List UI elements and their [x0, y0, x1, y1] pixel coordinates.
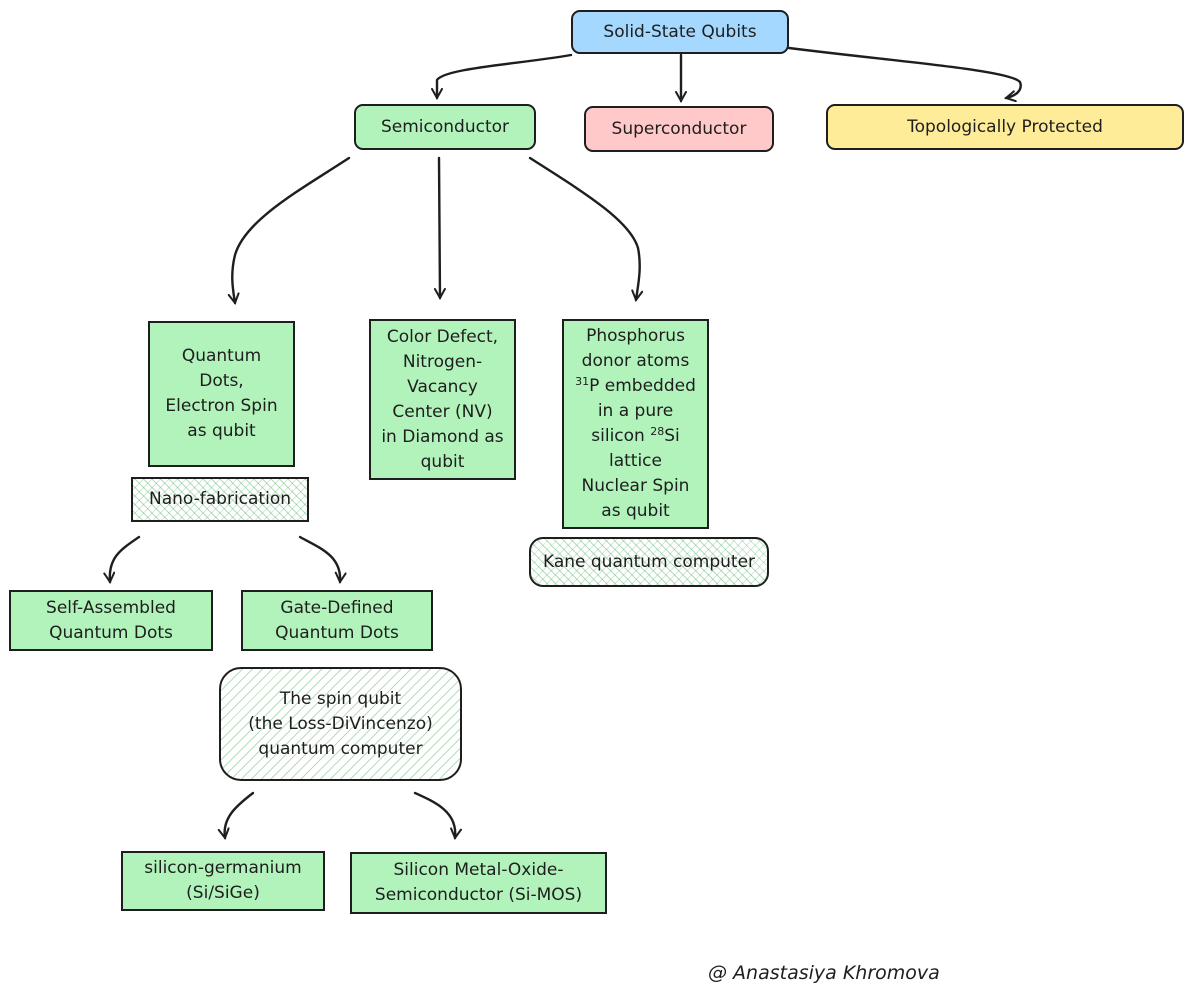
arrow-semiconductor-to-quantum-dots	[227, 156, 351, 306]
arrow-root-to-topological	[787, 46, 1022, 103]
phosphorus-line-5-suffix: Si	[664, 426, 680, 446]
node-kane-quantum-computer: Kane quantum computer	[529, 537, 769, 587]
node-quantum-dots: Quantum Dots, Electron Spin as qubit	[148, 321, 295, 467]
phosphorus-line-8: as qubit	[601, 501, 670, 521]
node-nano-fabrication: Nano-fabrication	[131, 477, 309, 522]
arrow-root-to-semiconductor	[431, 53, 573, 101]
node-silicon-germanium: silicon-germanium (Si/SiGe)	[121, 851, 325, 911]
arrow-nano-to-gate-defined	[298, 535, 347, 585]
isotope-31: 31	[575, 375, 590, 388]
phosphorus-line-5-text: silicon	[591, 426, 651, 446]
arrow-spin-to-si-sige	[217, 791, 255, 841]
arrow-semiconductor-to-phosphorus	[528, 156, 644, 303]
phosphorus-line-3-text: P embedded	[589, 376, 696, 396]
phosphorus-line-3: 31P embedded	[575, 374, 696, 399]
arrow-spin-to-si-mos	[413, 791, 462, 841]
arrow-nano-to-self-assembled	[103, 535, 141, 585]
node-semiconductor: Semiconductor	[354, 104, 536, 150]
isotope-28: 28	[650, 425, 665, 438]
node-topologically-protected: Topologically Protected	[826, 104, 1184, 150]
node-silicon-mos: Silicon Metal-Oxide- Semiconductor (Si-M…	[350, 852, 607, 914]
phosphorus-line-4: in a pure	[597, 401, 674, 421]
node-gate-defined-quantum-dots: Gate-Defined Quantum Dots	[241, 590, 433, 651]
node-superconductor: Superconductor	[584, 106, 774, 152]
phosphorus-line-7: Nuclear Spin	[581, 476, 690, 496]
node-nv-center: Color Defect, Nitrogen- Vacancy Center (…	[369, 319, 516, 480]
phosphorus-line-5: silicon 28Si	[591, 424, 679, 449]
phosphorus-line-6: lattice	[608, 451, 662, 471]
phosphorus-line-2: donor atoms	[581, 351, 690, 371]
node-self-assembled-quantum-dots: Self-Assembled Quantum Dots	[9, 590, 213, 651]
arrow-semiconductor-to-nv	[433, 156, 446, 301]
node-phosphorus-donor: Phosphorus donor atoms 31P embedded in a…	[562, 319, 709, 529]
node-spin-qubit-loss-divincenzo: The spin qubit (the Loss-DiVincenzo) qua…	[219, 667, 462, 781]
author-credit: @ Anastasiya Khromova	[708, 962, 940, 984]
phosphorus-line-1: Phosphorus	[586, 326, 685, 346]
node-solid-state-qubits: Solid-State Qubits	[571, 10, 789, 54]
